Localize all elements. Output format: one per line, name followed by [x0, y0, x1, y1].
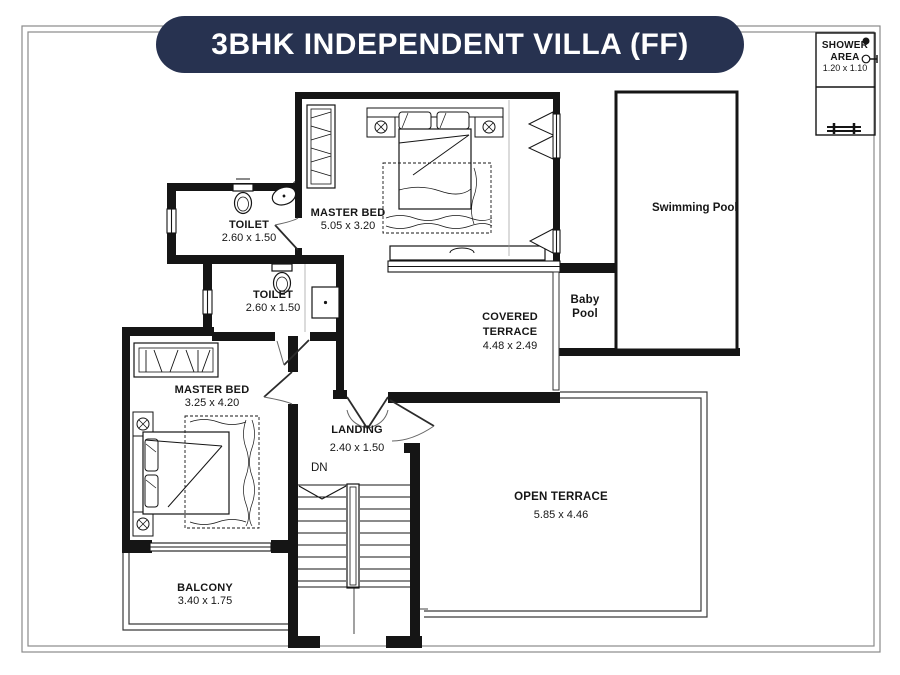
- wardrobe-icon: [133, 342, 219, 378]
- shower-mixer-icon: [861, 54, 878, 64]
- fixtures-toilet-2: [271, 260, 340, 332]
- open-terrace-label: OPEN TERRACE 5.85 x 4.46: [514, 491, 608, 521]
- doors: [263, 217, 435, 442]
- rug-icon: [382, 162, 493, 234]
- bed-icon: [132, 411, 230, 537]
- swimming-pool-outline: [614, 90, 739, 352]
- shower-tray-icon: [311, 286, 340, 319]
- fixtures-toilet-1: [232, 178, 297, 215]
- wardrobe-icon: [306, 104, 336, 189]
- wc-icon: [232, 178, 254, 215]
- stair-direction-arrow: [298, 485, 347, 500]
- furniture-master-bed-2: [132, 342, 260, 537]
- shower-area-box: [815, 32, 878, 136]
- drain-grate-icon: [822, 123, 869, 136]
- wc-icon: [271, 260, 293, 295]
- balcony-label: BALCONY 3.40 x 1.75: [177, 582, 233, 607]
- toilet-2-label: TOILET 2.60 x 1.50: [245, 289, 301, 314]
- stair-dn-label: DN: [311, 462, 328, 474]
- wash-basin-icon: [271, 181, 297, 206]
- page-title: 3BHK INDEPENDENT VILLA (FF): [211, 27, 689, 61]
- swimming-pool-label: Swimming Pool: [652, 202, 738, 214]
- terrace-screen-line: [552, 271, 560, 391]
- shower-area-label: SHOWER AREA 1.20 x 1.10: [821, 40, 869, 73]
- open-terrace-parapet: [424, 391, 708, 618]
- master-bed-1-label: MASTER BED 5.05 x 3.20: [310, 207, 386, 232]
- covered-terrace-label: COVERED TERRACE 4.48 x 2.49: [482, 311, 538, 352]
- curtain-icons: [527, 111, 554, 254]
- title-banner: 3BHK INDEPENDENT VILLA (FF): [156, 16, 744, 73]
- furniture-master-bed-1: [306, 100, 554, 261]
- master-bed-2-label: MASTER BED 3.25 x 4.20: [174, 384, 250, 409]
- windows: [149, 113, 561, 552]
- dresser-icon: [389, 245, 546, 261]
- balcony-parapet: [122, 553, 290, 631]
- baby-pool-label: Baby Pool: [570, 294, 600, 320]
- stairs: [298, 483, 428, 634]
- rug-icon: [184, 415, 260, 529]
- shower-head-icon: [862, 37, 870, 45]
- landing-label: LANDING 2.40 x 1.50: [329, 424, 385, 454]
- bed-icon: [366, 107, 504, 210]
- toilet-1-label: TOILET 2.60 x 1.50: [221, 219, 277, 244]
